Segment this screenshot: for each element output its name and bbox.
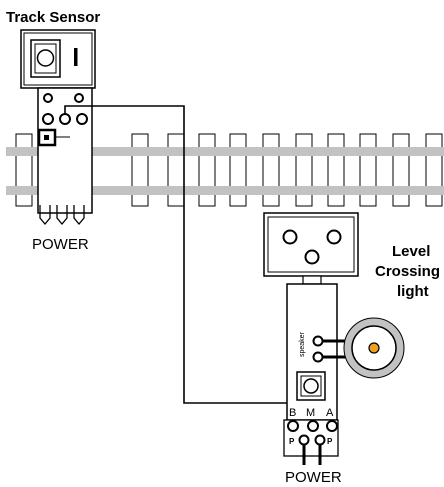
pin-label-p-right: P [327, 437, 333, 446]
speaker-label: speaker [299, 331, 306, 357]
sensor-terminal-3 [76, 113, 88, 125]
speaker-terminal-2 [312, 351, 324, 363]
crossing-controller: speaker B M A P P POWER [283, 283, 342, 486]
light-lamp-right [326, 229, 342, 245]
light-lamp-bottom [304, 249, 320, 265]
controller-button-inner [300, 375, 322, 397]
power-label-bottom: POWER [285, 469, 342, 486]
pin-p-right [314, 434, 326, 446]
sensor-hole-1 [43, 93, 53, 103]
sensor-led-dot [44, 135, 49, 140]
sensor-terminal-1 [42, 113, 54, 125]
light-connector [302, 275, 322, 285]
pin-label-m: M [306, 407, 315, 419]
pin-label-p-left: P [289, 437, 295, 446]
light-housing [263, 212, 359, 277]
light-housing-inner [267, 216, 355, 273]
track-rails [6, 147, 444, 195]
pin-label-a: A [326, 407, 334, 419]
speaker-terminal-1 [312, 335, 324, 347]
rail-bottom [6, 186, 444, 195]
sensor-button [36, 49, 55, 67]
sensor-hole-2 [74, 93, 84, 103]
speaker [322, 317, 405, 379]
level-crossing-label-1: Level [392, 243, 430, 260]
pin-label-b: B [289, 407, 296, 419]
track-sensor: Track Sensor POWER [6, 9, 100, 253]
sensor-inner-frame [23, 32, 93, 86]
pin-p-left [298, 434, 310, 446]
sensor-terminal-2 [59, 113, 71, 125]
speaker-center [368, 342, 380, 354]
pin-m [307, 420, 319, 432]
sensor-switch-inner [34, 43, 57, 74]
sensor-indicator [74, 48, 78, 66]
rail-top [6, 147, 444, 156]
pin-b [287, 420, 299, 432]
controller-button [303, 378, 319, 394]
power-label-top: POWER [32, 236, 89, 253]
sensor-power-prongs [39, 205, 85, 226]
level-crossing-label-2: Crossing [375, 263, 440, 280]
level-crossing-light: Level Crossing light [263, 212, 440, 300]
light-lamp-left [282, 229, 298, 245]
track-sensor-label: Track Sensor [6, 9, 100, 26]
level-crossing-label-3: light [397, 283, 429, 300]
pin-a [326, 420, 338, 432]
